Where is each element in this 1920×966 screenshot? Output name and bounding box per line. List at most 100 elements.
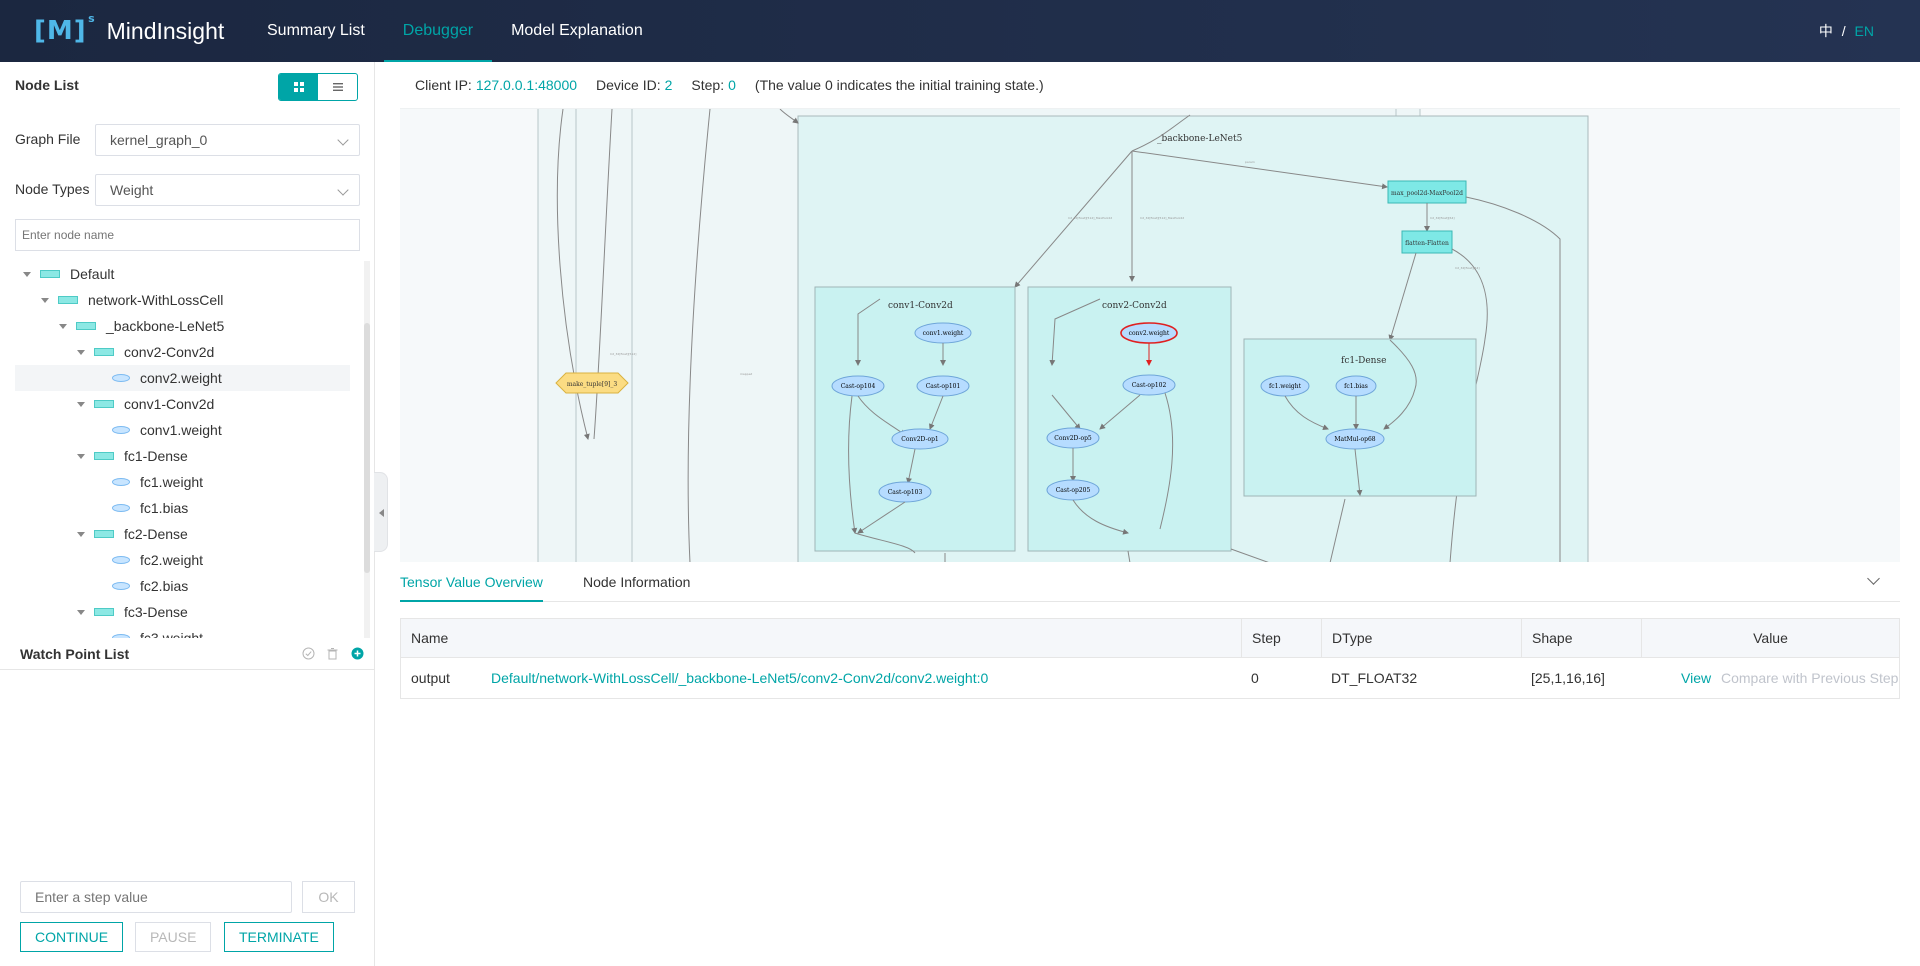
parameter-node-icon xyxy=(112,426,130,434)
nav-model-explanation[interactable]: Model Explanation xyxy=(492,0,662,62)
node-fc1-weight-label: fc1.weight xyxy=(1269,383,1302,390)
node-make-tuple-label: make_tuple[9]_3 xyxy=(567,381,618,388)
add-icon[interactable] xyxy=(351,647,364,660)
ok-button[interactable]: OK xyxy=(302,881,355,913)
app-logo[interactable]: [M]s MindInsight xyxy=(34,14,224,48)
node-cast205-label: Cast-op205 xyxy=(1056,487,1091,494)
tree-node[interactable]: conv1.weight xyxy=(15,417,350,443)
svg-text:Int_32[float][64]: Int_32[float][64] xyxy=(1430,216,1455,220)
svg-text:Int_32[float][64]: Int_32[float][64] xyxy=(1455,266,1480,270)
tree-node[interactable]: fc2-Dense xyxy=(15,521,350,547)
scrollbar-thumb[interactable] xyxy=(364,323,370,573)
caret-down-icon[interactable] xyxy=(77,532,85,537)
parameter-node-icon xyxy=(112,582,130,590)
pause-button[interactable]: PAUSE xyxy=(135,922,211,952)
tree-node[interactable]: fc3.weight xyxy=(15,625,350,638)
col-header-dtype: DType xyxy=(1321,619,1521,657)
row-dtype: DT_FLOAT32 xyxy=(1321,658,1521,698)
node-types-select[interactable]: Weight xyxy=(95,174,360,206)
chevron-down-icon[interactable] xyxy=(1867,572,1880,585)
caret-down-icon[interactable] xyxy=(77,402,85,407)
graph-canvas[interactable]: _backbone-LeNet5 make_tuple[9]_3 max_poo… xyxy=(400,108,1900,562)
tree-node-label: _backbone-LeNet5 xyxy=(106,318,224,334)
tree-node-label: fc1.weight xyxy=(140,474,203,490)
tree-node[interactable]: conv2.weight xyxy=(15,365,350,391)
session-info-bar: Client IP: 127.0.0.1:48000 Device ID: 2 … xyxy=(415,77,1044,93)
tree-node[interactable]: fc1-Dense xyxy=(15,443,350,469)
tree-node-label: fc3.weight xyxy=(140,630,203,638)
tree-node-label: conv1-Conv2d xyxy=(124,396,214,412)
check-circle-icon[interactable] xyxy=(302,647,315,660)
tree-node-label: fc3-Dense xyxy=(124,604,188,620)
nav-summary-list[interactable]: Summary List xyxy=(248,0,384,62)
list-view-button[interactable] xyxy=(318,74,357,100)
tree-node[interactable]: _backbone-LeNet5 xyxy=(15,313,350,339)
caret-down-icon[interactable] xyxy=(59,324,67,329)
compare-previous-step-link[interactable]: Compare with Previous Step xyxy=(1711,658,1901,698)
node-list-panel: Node List Graph File kernel_graph_0 Node… xyxy=(0,62,375,966)
svg-text:Int_32[float][512]_MaxPool2d: Int_32[float][512]_MaxPool2d xyxy=(1068,216,1112,220)
node-conv1-weight-label: conv1.weight xyxy=(923,330,964,337)
lang-en[interactable]: EN xyxy=(1855,23,1874,39)
tree-node[interactable]: fc2.bias xyxy=(15,573,350,599)
caret-down-icon[interactable] xyxy=(77,454,85,459)
tree-node-label: fc2.weight xyxy=(140,552,203,568)
node-conv2d1-label: Conv2D-op1 xyxy=(901,436,939,443)
tree-node[interactable]: fc1.bias xyxy=(15,495,350,521)
delete-icon[interactable] xyxy=(326,647,339,660)
nav-debugger[interactable]: Debugger xyxy=(384,0,492,62)
tree-node[interactable]: conv1-Conv2d xyxy=(15,391,350,417)
tree-node[interactable]: fc1.weight xyxy=(15,469,350,495)
lang-separator: / xyxy=(1842,23,1846,39)
node-maxpool-label: max_pool2d-MaxPool2d xyxy=(1391,190,1463,197)
tree-scrollbar[interactable] xyxy=(364,261,370,638)
node-list-title: Node List xyxy=(15,77,79,93)
caret-down-icon[interactable] xyxy=(41,298,49,303)
graph-file-select[interactable]: kernel_graph_0 xyxy=(95,124,360,156)
scope-conv1-label: conv1-Conv2d xyxy=(888,301,953,311)
list-icon xyxy=(332,81,344,93)
tree-node-label: conv2.weight xyxy=(140,370,222,386)
lang-zh[interactable]: 中 xyxy=(1819,23,1833,39)
row-name: output xyxy=(401,658,481,698)
tree-node[interactable]: fc2.weight xyxy=(15,547,350,573)
tree-node-label: fc2.bias xyxy=(140,578,188,594)
tensor-path-link[interactable]: Default/network-WithLossCell/_backbone-L… xyxy=(481,658,1241,698)
caret-down-icon[interactable] xyxy=(77,350,85,355)
tab-tensor-value-overview[interactable]: Tensor Value Overview xyxy=(400,574,543,602)
grid-icon xyxy=(293,81,305,93)
continue-button[interactable]: CONTINUE xyxy=(20,922,123,952)
table-row: output Default/network-WithLossCell/_bac… xyxy=(401,658,1899,698)
svg-text:mapped: mapped xyxy=(740,372,752,376)
tree-node[interactable]: conv2-Conv2d xyxy=(15,339,350,365)
scope-conv1[interactable] xyxy=(815,287,1015,551)
client-ip-label: Client IP: xyxy=(415,77,472,93)
tree-node-label: fc1.bias xyxy=(140,500,188,516)
caret-down-icon[interactable] xyxy=(23,272,31,277)
tree-node[interactable]: fc3-Dense xyxy=(15,599,350,625)
step-input[interactable] xyxy=(20,881,292,913)
logo-mark: [M]s xyxy=(34,16,87,46)
col-header-shape: Shape xyxy=(1521,619,1641,657)
graph-svg[interactable]: _backbone-LeNet5 make_tuple[9]_3 max_poo… xyxy=(400,109,1900,562)
scope-node-icon xyxy=(94,452,114,460)
collapse-left-panel-handle[interactable] xyxy=(374,472,388,552)
scope-node-icon xyxy=(58,296,78,304)
tab-node-information[interactable]: Node Information xyxy=(583,574,690,602)
node-search-input[interactable] xyxy=(15,219,360,251)
scope-node-icon xyxy=(76,322,96,330)
scope-node-icon xyxy=(40,270,60,278)
scope-node-icon xyxy=(94,608,114,616)
tensor-table: Name Step DType Shape Value output Defau… xyxy=(400,618,1900,699)
tree-node[interactable]: network-WithLossCell xyxy=(15,287,350,313)
top-nav-bar: [M]s MindInsight Summary List Debugger M… xyxy=(0,0,1920,62)
parameter-node-icon xyxy=(112,504,130,512)
step-value: 0 xyxy=(728,77,736,93)
node-cast104-label: Cast-op104 xyxy=(841,383,876,390)
tree-node-label: conv2-Conv2d xyxy=(124,344,214,360)
caret-down-icon[interactable] xyxy=(77,610,85,615)
tree-view-button[interactable] xyxy=(279,74,318,100)
tree-node[interactable]: Default xyxy=(15,261,350,287)
terminate-button[interactable]: TERMINATE xyxy=(224,922,334,952)
col-header-value: Value xyxy=(1641,619,1899,657)
